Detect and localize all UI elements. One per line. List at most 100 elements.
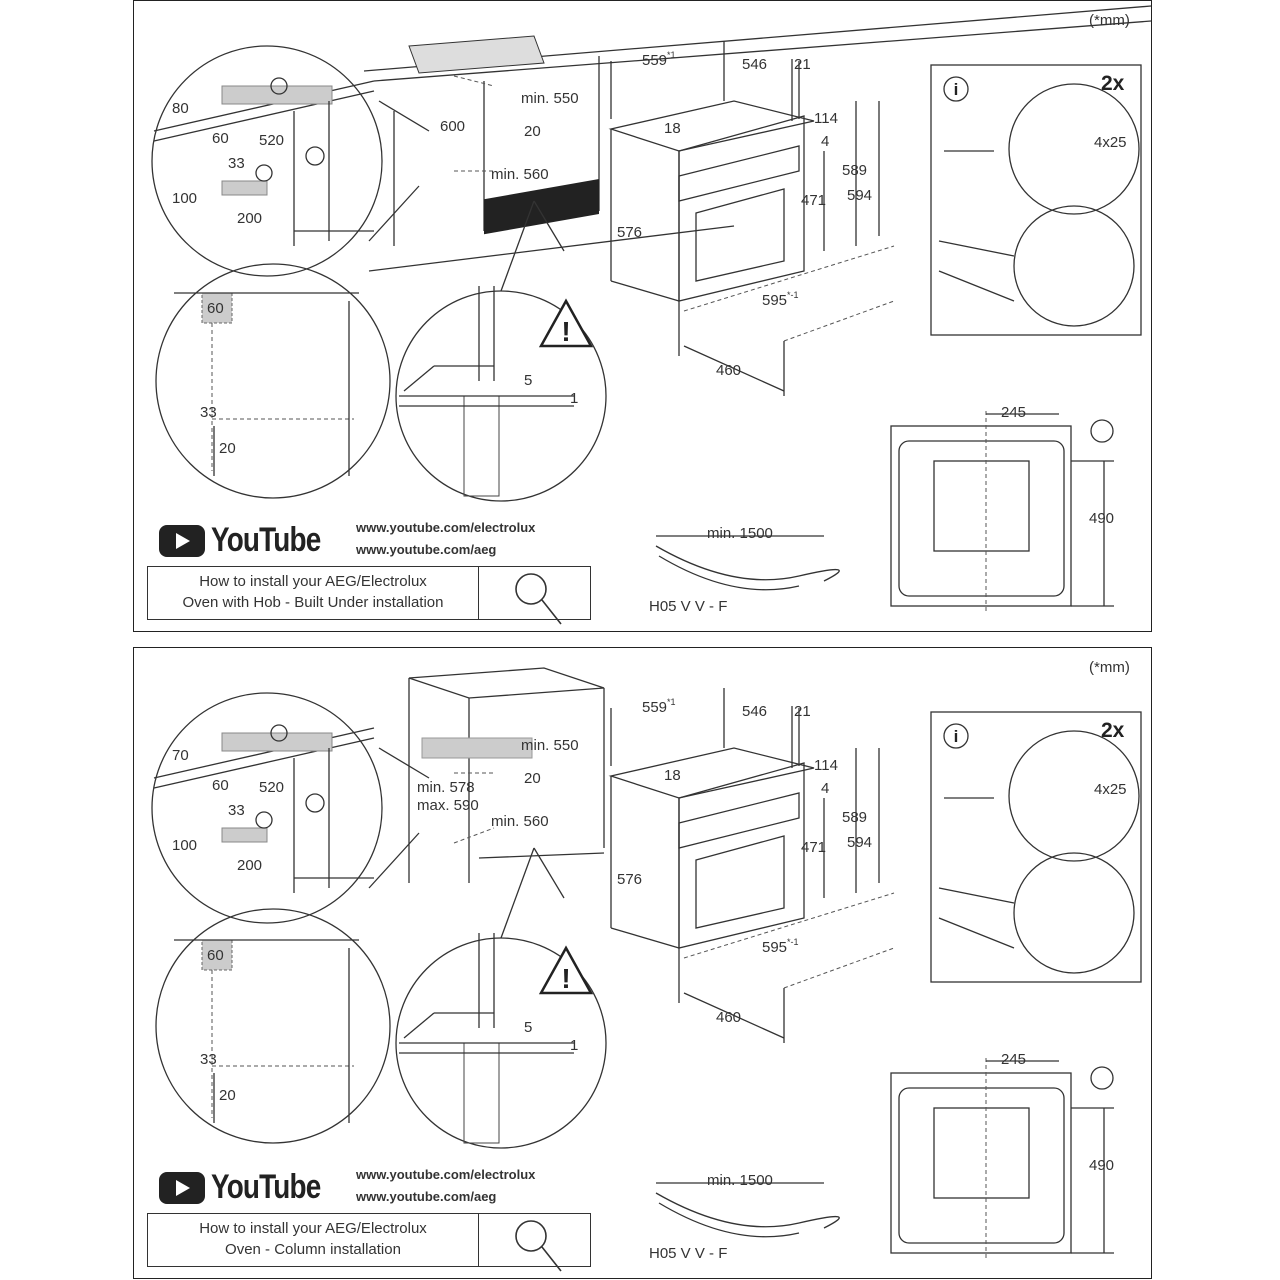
topview-width: 245 [1001,404,1027,421]
diagram-lines: !i [151,667,1142,1258]
cabinet-depth: min. 550 [521,90,579,107]
cabinet-width: min. 560 [491,813,549,830]
side-dim-a: 60 [207,947,224,964]
cutout-dim-a: 70 [172,747,189,764]
cabinet-depth: min. 550 [521,737,579,754]
oven-front-thickness: 21 [794,703,811,720]
oven-depth: 546 [742,703,768,720]
warning-triangle-icon [538,945,594,995]
cable-length: min. 1500 [707,1172,773,1189]
oven-dim-576: 576 [617,224,643,241]
oven-dim-114: 114 [814,110,838,127]
youtube-wordmark: YouTube [211,1168,321,1206]
youtube-logo[interactable]: YouTube [159,1168,344,1207]
cutout-dim-e: 100 [172,837,198,854]
youtube-link-aeg[interactable]: www.youtube.com/aeg [356,1189,497,1204]
worktop-cabinet [363,5,1151,272]
cabinet-width: min. 560 [491,166,549,183]
units-note: (*mm) [1089,659,1130,676]
oven-dim-471: 471 [801,839,827,856]
oven-dim-589: 589 [842,162,868,179]
video-title-line1: How to install your AEG/Electrolux [199,1220,427,1237]
youtube-link-electrolux[interactable]: www.youtube.com/electrolux [356,520,536,535]
oven-width-tolerance: *1 [667,697,676,707]
cutout-dim-b: 60 [212,777,229,794]
cable-type: H05 V V - F [649,598,728,615]
oven-drawing [608,688,895,1043]
oven-dim-595: 595*-1 [762,290,799,309]
cutout-dim-d: 33 [228,802,245,819]
oven-width: 559*1 [642,697,676,716]
oven-width-value: 559 [642,699,668,716]
video-title-line2: Oven with Hob - Built Under installation [182,594,444,611]
youtube-link-aeg[interactable]: www.youtube.com/aeg [356,542,497,557]
units-note: (*mm) [1089,12,1130,29]
side-detail-circle [155,908,391,1144]
cabinet-gap: 20 [524,770,541,787]
oven-dim-460: 460 [716,1009,742,1026]
oven-dim-595-tolerance: *-1 [787,290,799,300]
video-title-line1: How to install your AEG/Electrolux [199,573,427,590]
youtube-logo[interactable]: YouTube [159,521,344,560]
oven-top-view [890,411,1114,611]
oven-dim-589: 589 [842,809,868,826]
cutout-dim-f: 200 [237,857,263,874]
play-icon [159,524,205,557]
search-icon[interactable] [479,1214,589,1272]
screw-size: 4x25 [1094,134,1127,151]
svg-text:i: i [954,727,959,746]
gap-dim-5: 5 [524,372,533,389]
side-dim-b: 33 [200,1051,217,1068]
oven-top-gap: 18 [664,767,681,784]
cutout-detail-circle [151,45,383,277]
oven-top-view [890,1058,1114,1258]
cable-type: H05 V V - F [649,1245,728,1262]
oven-dim-576: 576 [617,871,643,888]
side-dim-a: 60 [207,300,224,317]
svg-text:!: ! [561,316,570,347]
cabinet-gap: 20 [524,123,541,140]
oven-dim-594: 594 [847,187,873,204]
cabinet-height-max: max. 590 [417,797,479,814]
play-icon [159,1171,205,1204]
side-dim-c: 20 [219,440,236,457]
side-detail-circle [155,263,391,499]
oven-width: 559*1 [642,51,676,69]
gap-dim-1: 1 [570,1037,579,1054]
oven-dim-595-value: 595 [762,939,788,956]
cutout-dim-b: 60 [212,130,229,147]
cutout-dim-d: 33 [228,155,245,172]
gap-dim-5: 5 [524,1019,533,1036]
oven-dim-471: 471 [801,192,827,209]
oven-front-thickness: 21 [794,56,811,73]
oven-dim-4: 4 [821,133,830,150]
cabinet-height: 600 [440,118,466,135]
cutout-dim-f: 200 [237,210,263,227]
cable-length: min. 1500 [707,525,773,542]
oven-dim-594: 594 [847,834,873,851]
youtube-link-electrolux[interactable]: www.youtube.com/electrolux [356,1167,536,1182]
cable-drawing [655,535,840,591]
video-title-line2: Oven - Column installation [225,1241,401,1258]
svg-text:!: ! [561,963,570,994]
warning-triangle-icon [538,298,594,348]
screw-size: 4x25 [1094,781,1127,798]
oven-dim-595-tolerance: *-1 [787,937,799,947]
cutout-dim-a: 80 [172,100,189,117]
cutout-dim-e: 100 [172,190,198,207]
oven-dim-114: 114 [814,757,838,774]
search-icon[interactable] [479,567,589,625]
topview-height: 490 [1089,1157,1115,1174]
fixing-panel: i [930,711,1142,983]
oven-top-gap: 18 [664,120,681,137]
side-dim-b: 33 [200,404,217,421]
cutout-detail-circle [151,692,383,924]
oven-dim-460: 460 [716,362,742,379]
topview-height: 490 [1089,510,1115,527]
warning-detail-circle: ! [395,933,607,1149]
